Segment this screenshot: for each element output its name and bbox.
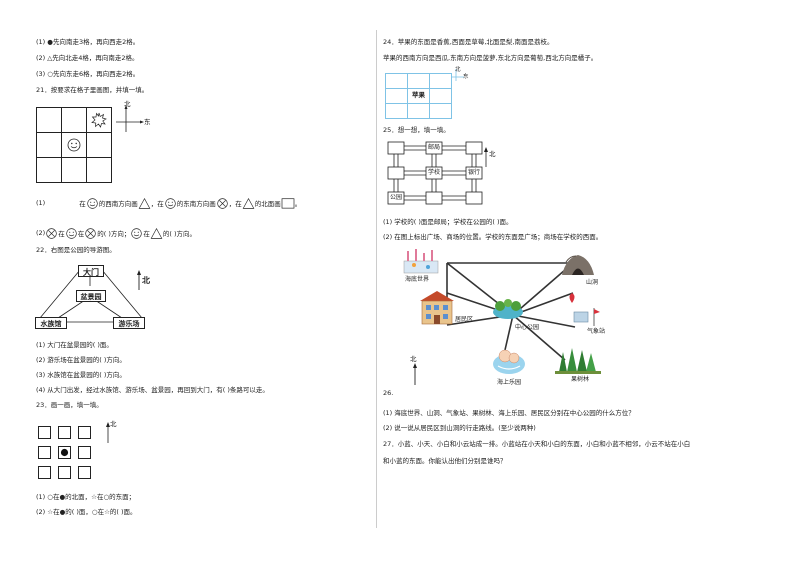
q24-north-label: 北: [455, 67, 461, 73]
q22-park-map-lines: [39, 269, 143, 323]
q22-line-3: (3) 水族馆在盆景园的( )方向。: [36, 371, 126, 379]
mountain-cave-icon: [562, 255, 594, 275]
filled-circle-icon: [60, 448, 69, 457]
triangle-icon: [242, 197, 255, 209]
q25-title: 25．想一想，填一填。: [383, 126, 450, 134]
weather-balloon-icon: [569, 293, 575, 303]
q27-line-1: 27．小蓝、小天、小白和小云站成一排。小蓝站在小天和小白的东面，小白和小蓝不相邻…: [383, 440, 691, 448]
column-divider: [376, 30, 377, 528]
q26-number: 26.: [383, 389, 394, 397]
q25-line-2: (2) 在图上标出广场、商场的位置。学校的东面是广场；商场在学校的西面。: [383, 233, 603, 241]
weather-station-label: 气象站: [586, 328, 605, 335]
q23-grid: [38, 426, 98, 486]
q20-line-1: (1) ●先向南走3格，再向西走2格。: [36, 38, 140, 46]
residential-building-icon: [420, 291, 454, 325]
playground-label: 游乐场: [113, 317, 145, 329]
q25-north-arrow: [484, 147, 488, 167]
q21-north-label: 北: [124, 100, 131, 108]
mountain-cave-label: 山洞: [585, 279, 598, 286]
orchard-icon: [555, 348, 601, 374]
smiley-icon: [131, 227, 143, 239]
q26-north-arrow: [413, 363, 417, 385]
ocean-world-icon: [403, 249, 439, 274]
q24-grid: 苹果: [385, 73, 452, 119]
center-park-icon: [493, 299, 523, 319]
q21-grid: [36, 107, 112, 183]
crossed-circle-icon: [217, 197, 228, 209]
q25-north-label: 北: [489, 150, 496, 158]
post-office-label: 邮局: [427, 144, 440, 151]
q23-line-2: (2) ☆在●的( )面，○在☆的( )面。: [36, 508, 137, 516]
q22-title: 22．右图是公园的导游图。: [36, 246, 116, 254]
park-label: 公园: [389, 194, 402, 201]
aquarium-label: 水族馆: [35, 317, 67, 329]
q21-question-1: (1) 在 的西南方向画 ，在 的东南方向画 ，在 的北面画 。: [36, 196, 301, 210]
q21-east-label: 东: [144, 118, 151, 126]
ocean-world-label: 海底世界: [404, 276, 429, 283]
q26-line-2: (2) 说一说从居民区到山洞的行走路线。(至少说两种): [383, 424, 536, 432]
smiley-icon: [87, 197, 98, 209]
q24-line-2: 苹果的西南方向是西瓜,东南方向是菠萝,东北方向是葡萄,西北方向是橘子。: [383, 54, 598, 62]
smiley-icon: [67, 138, 81, 152]
bank-label: 银行: [467, 169, 480, 176]
q26-line-1: (1) 海底世界、山洞、气象站、果树林、海上乐园、居民区分别在中心公园的什么方位…: [383, 409, 635, 417]
sea-park-label: 海上乐园: [496, 379, 521, 386]
center-park-label: 中心公园: [514, 324, 539, 331]
q21-title: 21．按要求在格子里画图，并填一填。: [36, 86, 149, 94]
smiley-icon: [66, 227, 77, 239]
q23-north-label: 北: [110, 420, 117, 428]
orchard-label: 果树林: [570, 376, 589, 383]
q26-north-label: 北: [410, 355, 417, 363]
q23-line-1: (1) ○在●的北面，☆在○的东面；: [36, 493, 136, 501]
crossed-circle-icon: [85, 227, 96, 239]
q25-line-1: (1) 学校的( )面是邮局；学校在公园的( )面。: [383, 218, 513, 226]
triangle-icon: [150, 227, 163, 239]
bonsai-garden-label: 盆景园: [76, 290, 106, 302]
rectangle-icon: [281, 198, 295, 209]
weather-station-icon: [573, 308, 600, 326]
q22-line-1: (1) 大门在盆景园的( )面。: [36, 341, 113, 349]
q25-street-map: [387, 141, 483, 205]
q24-east-label: 东: [463, 74, 469, 80]
crossed-circle-icon: [46, 227, 57, 239]
q22-line-2: (2) 游乐场在盆景园的( )方向。: [36, 356, 126, 364]
q21-compass: [116, 105, 144, 132]
gate-label: 大门: [78, 265, 104, 277]
residential-label: 居民区: [454, 316, 473, 323]
triangle-icon: [138, 197, 151, 209]
apple-label: 苹果: [412, 91, 425, 99]
school-label: 学校: [427, 169, 440, 176]
q22-north-label: 北: [142, 275, 150, 285]
q27-line-2: 和小蓝的东面。你能认出他们分别是谁吗？: [383, 457, 507, 465]
q23-title: 23．画一画，填一填。: [36, 401, 103, 409]
q23-north-arrow: [106, 422, 110, 443]
q24-compass: [452, 69, 464, 81]
sun-icon: [91, 112, 107, 128]
q22-line-4: (4) 从大门出发，经过水族馆、游乐场、盆景园，再回到大门，有( )条路可以走。: [36, 386, 269, 394]
sea-park-icon: [493, 349, 525, 374]
q22-north-arrow: [137, 270, 141, 290]
q20-line-2: (2) △先向北走4格，再向南走2格。: [36, 54, 139, 62]
q20-line-3: (3) ○先向东走6格，再向西走2格。: [36, 70, 140, 78]
q24-line-1: 24．苹果的东面是香蕉,西面是草莓,北面是梨,南面是荔枝。: [383, 38, 554, 46]
smiley-icon: [165, 197, 176, 209]
q21-question-2: (2) 在 在 的( )方向； 在 的( )方向。: [36, 226, 196, 240]
